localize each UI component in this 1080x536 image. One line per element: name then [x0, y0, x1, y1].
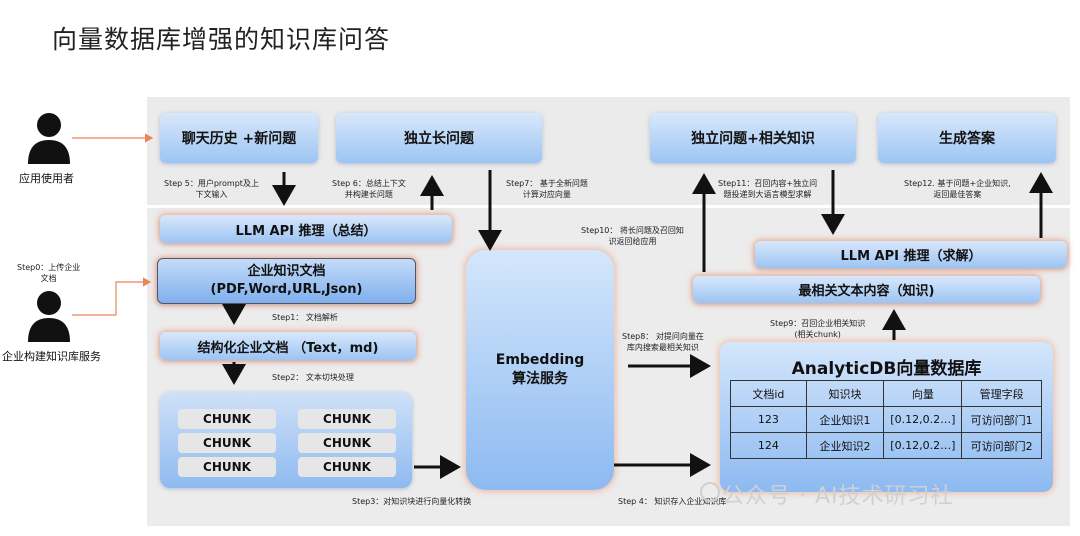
diagram-title: 向量数据库增强的知识库问答 — [52, 25, 391, 54]
analyticdb-panel: AnalyticDB向量数据库 文档id 知识块 向量 管理字段 123 企业知… — [720, 342, 1053, 492]
step1-label: Step1： 文档解析 — [272, 313, 338, 322]
step11-line2: 题投递到大语言模型求解 — [723, 190, 812, 199]
table-cell: [0.12,0.2…] — [883, 432, 963, 459]
enterprise-upload-arrow — [72, 277, 152, 316]
table-header-row: 文档id 知识块 向量 管理字段 — [730, 380, 1042, 407]
question-knowledge-box: 独立问题+相关知识 — [650, 113, 856, 163]
step0-label: Step0：上传企业 文档 — [17, 262, 80, 284]
embedding-title: Embedding — [495, 352, 585, 368]
step9-line1: Step9：召回企业相关知识 — [770, 319, 866, 328]
chunk-item: CHUNK — [178, 409, 276, 429]
chunk-item: CHUNK — [298, 409, 396, 429]
watermark-text: 公众号 · AI技术研习社 — [722, 484, 954, 509]
standalone-question-box: 独立长问题 — [336, 113, 542, 163]
generate-answer-box: 生成答案 — [878, 113, 1056, 163]
structured-docs-box: 结构化企业文档 （Text，md) — [160, 332, 416, 360]
step6-line2: 并构建长问题 — [344, 190, 393, 199]
most-relevant-box: 最相关文本内容（知识) — [693, 276, 1040, 303]
step7-line2: 计算对应向量 — [522, 190, 571, 199]
column-header: 知识块 — [805, 380, 885, 407]
table-cell: 123 — [730, 406, 807, 433]
step11-label: Step11：召回内容+独立问 题投递到大语言模型求解 — [718, 178, 817, 200]
embedding-subtitle: 算法服务 — [512, 371, 568, 387]
step10-label: Step10： 将长问题及召回知 识返回给应用 — [581, 225, 684, 247]
step0-line2: 文档 — [40, 274, 57, 283]
embedding-service-box: Embedding 算法服务 — [466, 250, 614, 490]
enterprise-person-icon — [28, 291, 70, 342]
chunk-item: CHUNK — [178, 457, 276, 477]
step3-label: Step3：对知识块进行向量化转换 — [352, 497, 472, 506]
table-row: 124 企业知识2 [0.12,0.2…] 可访问部门2 — [730, 432, 1042, 459]
analyticdb-title: AnalyticDB向量数据库 — [791, 359, 982, 379]
table-cell: 可访问部门2 — [961, 432, 1042, 459]
step2-label: Step2： 文本切块处理 — [272, 373, 354, 382]
step9-label: Step9：召回企业相关知识 (相关chunk) — [770, 318, 865, 340]
chunk-item: CHUNK — [178, 433, 276, 453]
watermark-icon — [700, 482, 720, 502]
step11-line1: Step11：召回内容+独立问 — [718, 179, 818, 188]
step5-line2: 下文输入 — [195, 190, 228, 199]
column-header: 管理字段 — [961, 380, 1042, 407]
enterprise-docs-box: 企业知识文档 (PDF,Word,URL,Json) — [157, 258, 416, 304]
enterprise-docs-title: 企业知识文档 — [247, 264, 326, 279]
step10-line1: Step10： 将长问题及召回知 — [581, 226, 684, 235]
chunk-item: CHUNK — [298, 457, 396, 477]
table-cell: 124 — [730, 432, 807, 459]
step12-line1: Step12. 基于问题+企业知识, — [904, 179, 1011, 188]
step6-label: Step 6：总结上下文 并构建长问题 — [332, 178, 406, 200]
step8-label: Step8： 对提问向量在 库内搜索最相关知识 — [622, 331, 704, 353]
llm-solve-box: LLM API 推理（求解） — [755, 241, 1067, 268]
user-person-icon — [28, 113, 70, 164]
step6-line1: Step 6：总结上下文 — [332, 179, 406, 188]
step12-label: Step12. 基于问题+企业知识, 返回最佳答案 — [904, 178, 1011, 200]
user-label: 应用使用者 — [19, 172, 74, 185]
step12-line2: 返回最佳答案 — [933, 190, 982, 199]
step8-line2: 库内搜索最相关知识 — [626, 343, 699, 352]
chunk-item: CHUNK — [298, 433, 396, 453]
enterprise-label: 企业构建知识库服务 — [2, 350, 101, 363]
llm-summary-box: LLM API 推理（总结） — [160, 215, 452, 243]
column-header: 文档id — [730, 380, 807, 407]
step7-line1: Step7： 基于全新问题 — [506, 179, 588, 188]
chunks-panel: CHUNK CHUNK CHUNK CHUNK CHUNK CHUNK — [160, 392, 412, 488]
step5-line1: Step 5：用户prompt及上 — [164, 179, 259, 188]
step9-line2: (相关chunk) — [794, 330, 841, 339]
analyticdb-table: 文档id 知识块 向量 管理字段 123 企业知识1 [0.12,0.2…] 可… — [730, 380, 1042, 459]
step10-line2: 识返回给应用 — [608, 237, 657, 246]
enterprise-docs-formats: (PDF,Word,URL,Json) — [210, 282, 363, 297]
table-cell: 企业知识1 — [805, 406, 885, 433]
step5-label: Step 5：用户prompt及上 下文输入 — [164, 178, 259, 200]
step0-line1: Step0：上传企业 — [17, 263, 81, 272]
chat-history-box: 聊天历史 +新问题 — [160, 113, 318, 163]
step4-label: Step 4： 知识存入企业知识库 — [618, 497, 727, 506]
step8-line1: Step8： 对提问向量在 — [622, 332, 704, 341]
step7-label: Step7： 基于全新问题 计算对应向量 — [506, 178, 588, 200]
